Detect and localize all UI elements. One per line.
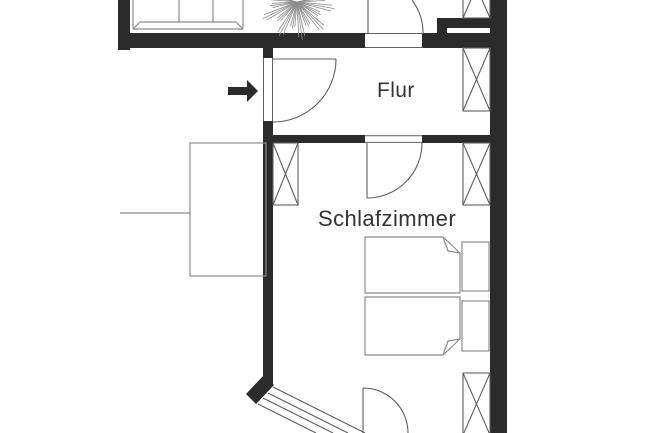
wall-diagonal-bevel	[246, 375, 274, 404]
window-symbol-left-inner	[272, 142, 299, 206]
door-swing-bottom	[362, 387, 409, 433]
window-symbol-top-right	[462, 0, 491, 19]
bed-symbol-upper	[364, 236, 490, 294]
door-swing-entrance	[263, 58, 337, 123]
wall-right	[490, 0, 507, 433]
diagonal-glazing-lines	[257, 386, 366, 433]
entrance-arrow-icon	[228, 80, 258, 102]
wall-left	[263, 121, 273, 385]
wall-top-right-segment	[422, 33, 490, 48]
window-symbol-schlafzimmer-lower	[462, 372, 491, 433]
walls	[118, 0, 507, 433]
furniture	[120, 0, 490, 356]
door-swing-schlafzimmer	[365, 135, 423, 199]
plant-icon	[262, 0, 335, 40]
windows	[272, 0, 491, 433]
window-symbol-schlafzimmer-upper	[462, 142, 491, 206]
pillow-symbol-upper	[461, 241, 490, 292]
wall-top-left-segment	[118, 33, 365, 48]
wall-divider-left-segment	[263, 135, 365, 143]
wall-stub-upper	[437, 18, 490, 28]
wall-divider-right-segment	[422, 135, 490, 143]
side-table-symbol	[120, 142, 267, 277]
pillow-symbol-lower	[461, 300, 490, 352]
window-symbol-flur	[462, 47, 491, 112]
room-label-schlafzimmer: Schlafzimmer	[318, 206, 457, 231]
wall-left-above-entrance	[263, 48, 273, 58]
bed-symbol-lower	[364, 296, 490, 356]
door-swing-top-room	[365, 0, 424, 48]
wall-stub-connector	[437, 18, 447, 33]
doors	[263, 0, 424, 433]
sofa-symbol	[132, 0, 244, 30]
room-label-flur: Flur	[377, 79, 415, 102]
